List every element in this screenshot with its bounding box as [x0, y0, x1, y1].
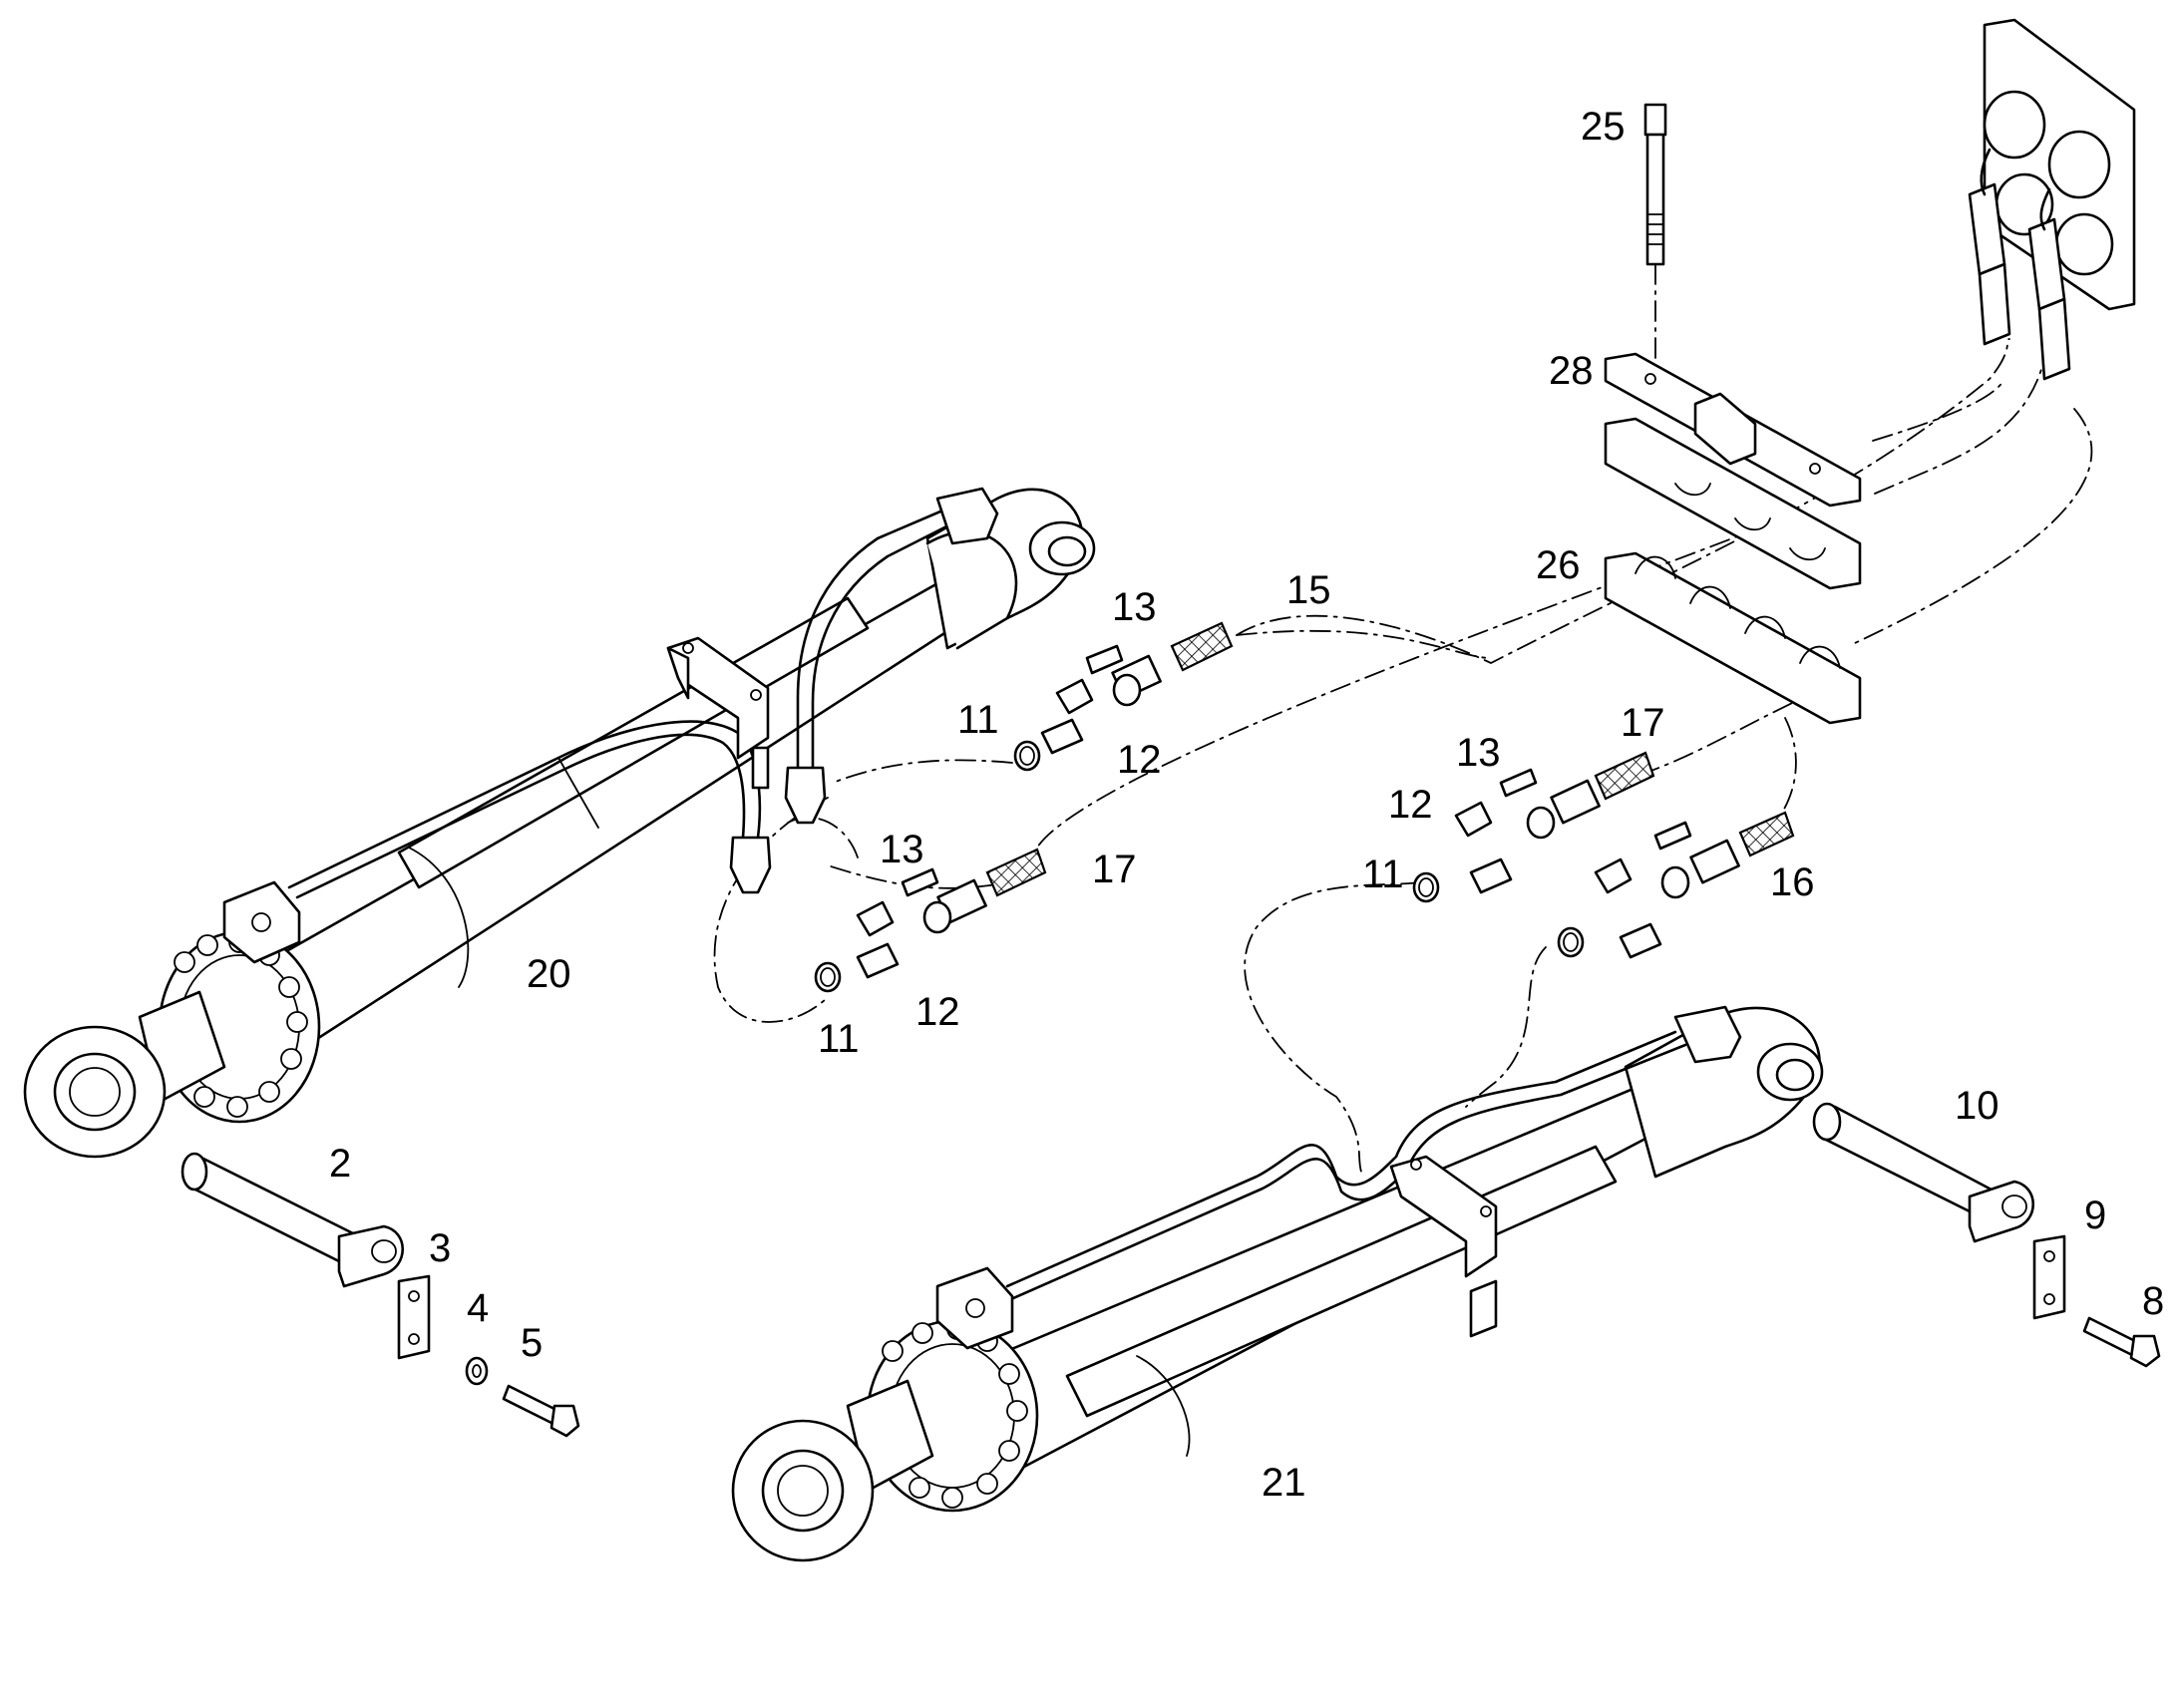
callout-5: 5 [521, 1321, 543, 1365]
callout-21: 21 [1262, 1461, 1306, 1505]
callout-13-upper: 13 [1112, 585, 1157, 629]
callout-12-upper: 12 [1117, 738, 1162, 782]
callout-9: 9 [2084, 1194, 2106, 1237]
hydraulic-cylinder-20 [23, 487, 1096, 1159]
callout-11-right: 11 [1362, 853, 1404, 896]
bolt-5 [502, 1384, 580, 1438]
pin-10 [1812, 1102, 2035, 1243]
callout-11-upper: 11 [957, 698, 999, 742]
clamp-half-upper [1604, 417, 1862, 590]
callout-26: 26 [1536, 543, 1581, 587]
fitting-15-group [1013, 621, 1234, 772]
bolt-25 [1643, 103, 1667, 266]
callout-3: 3 [429, 1226, 451, 1270]
callout-13-left: 13 [880, 828, 924, 871]
hydraulic-cylinder-21 [731, 1005, 1824, 1562]
hose-routing-lines [713, 263, 2093, 1173]
manifold-block [1968, 18, 2136, 381]
clamp-plate-28 [1604, 352, 1862, 508]
callout-28: 28 [1549, 349, 1594, 393]
plate-3 [397, 1274, 431, 1360]
fitting-17-left-group [814, 848, 1047, 993]
callout-8: 8 [2142, 1279, 2164, 1323]
clamp-half-26 [1604, 551, 1862, 725]
callout-17-right: 17 [1621, 701, 1665, 745]
callout-4: 4 [467, 1286, 489, 1330]
callout-2: 2 [329, 1142, 351, 1186]
bolt-8 [2082, 1316, 2161, 1368]
callout-12-right: 12 [1388, 783, 1433, 827]
pin-2 [181, 1152, 405, 1288]
washer-4 [465, 1356, 489, 1386]
callout-20: 20 [527, 952, 571, 996]
callout-15: 15 [1286, 568, 1331, 612]
callout-16: 16 [1770, 860, 1815, 904]
fitting-16-group [1557, 811, 1795, 959]
callout-10: 10 [1955, 1084, 1999, 1128]
plate-9 [2032, 1234, 2066, 1320]
callout-labels: 2 3 4 5 8 9 10 11 11 11 12 12 12 13 13 1… [329, 105, 2164, 1505]
fitting-17-right-group [1412, 751, 1655, 903]
callout-25: 25 [1581, 105, 1626, 149]
flange-bolts [169, 931, 308, 1118]
callout-17-left: 17 [1092, 848, 1137, 891]
callout-13-right: 13 [1456, 731, 1501, 775]
callout-12-left: 12 [915, 990, 960, 1034]
callout-11-left: 11 [818, 1017, 860, 1061]
